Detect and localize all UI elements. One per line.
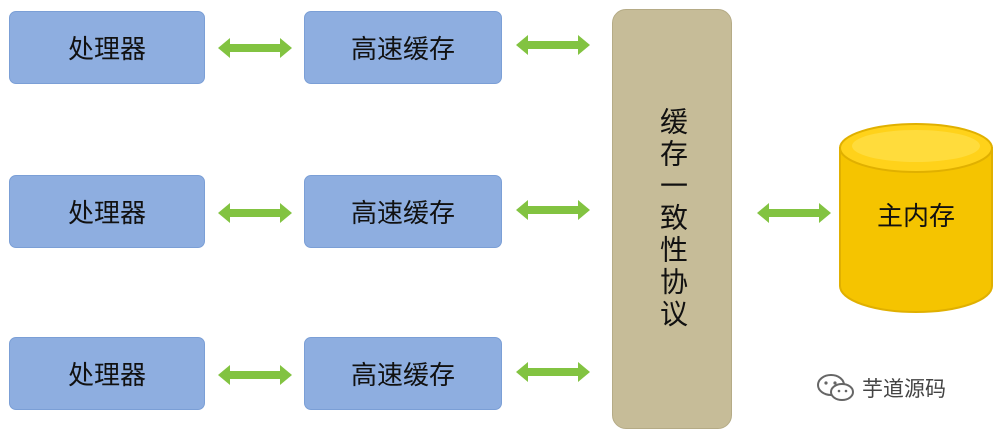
processor-label-1: 处理器 xyxy=(67,35,146,65)
processor-label-2: 处理器 xyxy=(67,199,146,229)
processor-label-3: 处理器 xyxy=(67,361,146,391)
watermark-text: 芋道源码 xyxy=(862,377,946,401)
double-arrow-icon xyxy=(218,203,292,223)
main-memory-label: 主内存 xyxy=(876,202,955,232)
cache-box-3: 高速缓存 xyxy=(304,337,502,410)
cache-label-1: 高速缓存 xyxy=(350,35,455,65)
coherence-protocol-label: 缓存一致性协议 xyxy=(656,107,689,331)
double-arrow-icon xyxy=(218,365,292,385)
double-arrow-icon xyxy=(516,362,590,382)
coherence-protocol-box: 缓存一致性协议 xyxy=(612,9,732,429)
processor-box-3: 处理器 xyxy=(9,337,205,410)
wechat-icon xyxy=(817,374,854,401)
cache-label-2: 高速缓存 xyxy=(350,199,455,229)
main-memory-cylinder xyxy=(839,123,993,313)
cache-box-2: 高速缓存 xyxy=(304,175,502,248)
cache-box-1: 高速缓存 xyxy=(304,11,502,84)
double-arrow-icon xyxy=(516,35,590,55)
double-arrow-icon xyxy=(516,200,590,220)
cache-label-3: 高速缓存 xyxy=(350,361,455,391)
processor-box-1: 处理器 xyxy=(9,11,205,84)
double-arrow-icon xyxy=(757,203,831,223)
processor-box-2: 处理器 xyxy=(9,175,205,248)
double-arrow-icon xyxy=(218,38,292,58)
watermark: 芋道源码 xyxy=(816,372,946,404)
